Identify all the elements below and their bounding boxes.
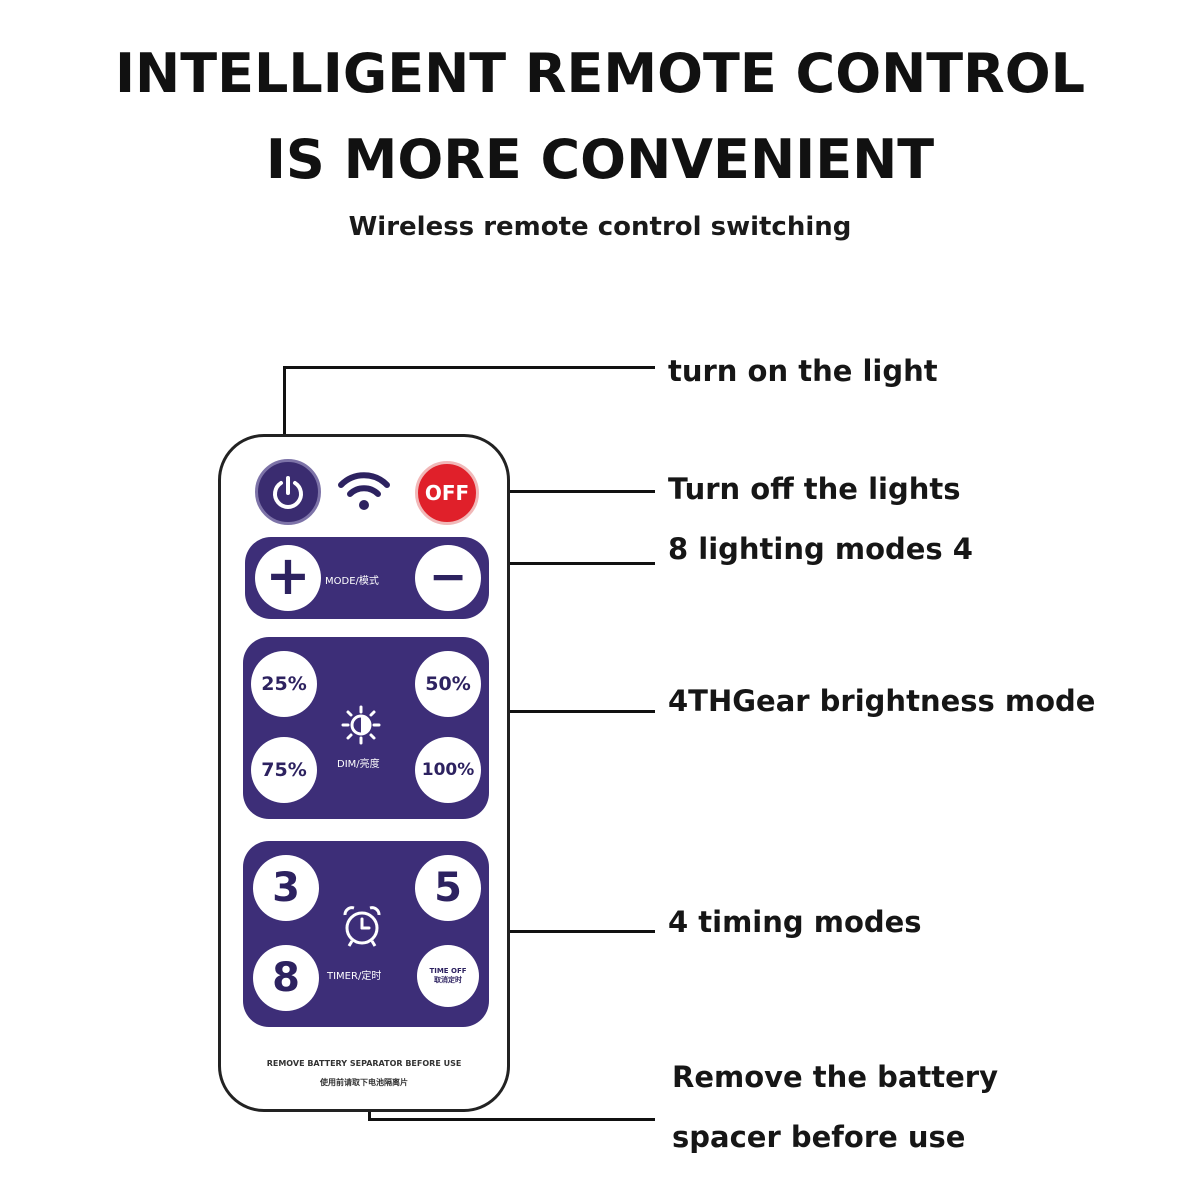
callout-line-modes: [484, 562, 655, 565]
timer-panel: 3 5 TIMER/定时 8 TIME OFF 取消定时: [243, 841, 489, 1027]
brightness-icon: [341, 705, 381, 745]
label-timing-modes: 4 timing modes: [668, 905, 922, 939]
timer-5-button[interactable]: 5: [415, 855, 481, 921]
dim-label: DIM/亮度: [337, 759, 380, 770]
mode-label: MODE/模式: [325, 576, 379, 587]
power-button[interactable]: [255, 459, 321, 525]
timer-8-label: 8: [272, 955, 300, 1001]
callout-line-timing: [484, 930, 655, 933]
label-turn-on: turn on the light: [668, 354, 938, 388]
off-button[interactable]: OFF: [415, 461, 479, 525]
brightness-75-button[interactable]: 75%: [251, 737, 317, 803]
wifi-icon: [338, 472, 390, 510]
time-off-label: TIME OFF: [429, 967, 467, 975]
brightness-100-label: 100%: [421, 760, 475, 780]
plus-icon: +: [265, 544, 311, 607]
page-title-line-2: IS MORE CONVENIENT: [265, 128, 935, 191]
callout-line-on-vertical: [283, 366, 286, 436]
mode-panel: + MODE/模式 −: [245, 537, 489, 619]
minus-icon: −: [428, 549, 468, 603]
battery-separator-notice-cn: 使用前请取下电池隔离片: [320, 1078, 408, 1087]
label-battery-line-1: Remove the battery: [672, 1060, 999, 1094]
battery-separator-notice: REMOVE BATTERY SEPARATOR BEFORE USE: [266, 1059, 462, 1068]
label-turn-off: Turn off the lights: [668, 472, 961, 506]
brightness-50-button[interactable]: 50%: [415, 651, 481, 717]
page-subtitle: Wireless remote control switching: [348, 212, 852, 242]
timer-label: TIMER/定时: [327, 971, 382, 982]
timer-3-label: 3: [272, 865, 300, 911]
remote-control: OFF + MODE/模式 − 25% 50%: [218, 434, 510, 1112]
timer-3-button[interactable]: 3: [253, 855, 319, 921]
alarm-clock-icon: [343, 906, 381, 947]
time-off-button[interactable]: TIME OFF 取消定时: [417, 945, 479, 1007]
time-off-cn-label: 取消定时: [434, 976, 462, 984]
callout-line-battery-vertical: [368, 1108, 371, 1120]
label-battery-line-2: spacer before use: [672, 1120, 966, 1154]
timer-5-label: 5: [434, 865, 462, 911]
mode-minus-button[interactable]: −: [415, 545, 481, 611]
brightness-25-label: 25%: [261, 673, 307, 695]
page-title-line-1: INTELLIGENT REMOTE CONTROL: [114, 42, 1086, 105]
brightness-panel: 25% 50% DIM/亮度 75% 100%: [243, 637, 489, 819]
brightness-75-label: 75%: [261, 759, 307, 781]
off-button-label: OFF: [424, 481, 470, 505]
label-lighting-modes: 8 lighting modes 4: [668, 532, 973, 566]
power-icon: [273, 476, 303, 509]
callout-line-off: [470, 490, 655, 493]
brightness-50-label: 50%: [425, 673, 471, 695]
label-brightness-mode: 4THGear brightness mode: [668, 684, 1096, 718]
timer-8-button[interactable]: 8: [253, 945, 319, 1011]
brightness-100-button[interactable]: 100%: [415, 737, 481, 803]
callout-line-battery-horizontal: [368, 1118, 655, 1121]
callout-line-brightness: [484, 710, 655, 713]
mode-plus-button[interactable]: +: [255, 545, 321, 611]
callout-line-on-horizontal: [283, 366, 655, 369]
brightness-25-button[interactable]: 25%: [251, 651, 317, 717]
